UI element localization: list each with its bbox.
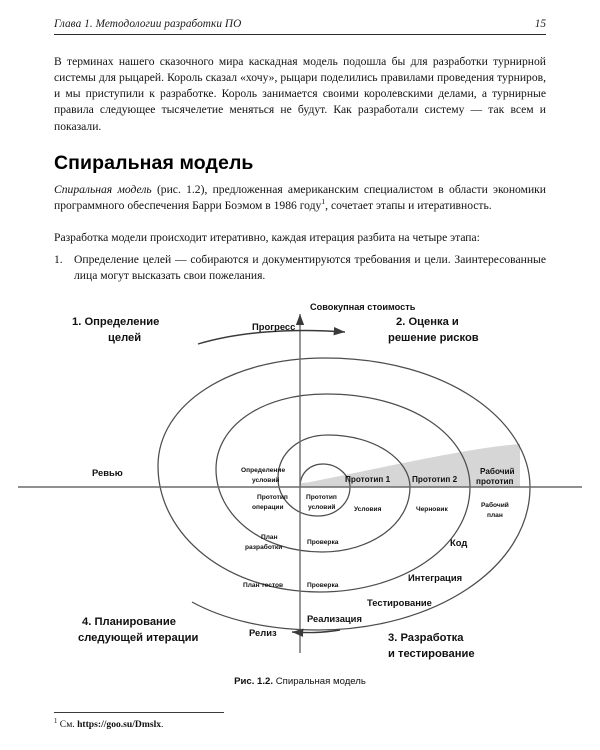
footnote-marker-inline: 1	[321, 197, 326, 207]
inner-label-test-plan: План тестов	[243, 582, 283, 589]
band-label-working-prototype-line2: прототип	[476, 477, 513, 486]
page-number: 15	[534, 18, 546, 30]
header-rule	[54, 34, 546, 35]
quadrant-4-label-line1: 4. Планирование	[82, 616, 176, 628]
spiral-curve	[157, 357, 531, 631]
figure-spiral-model: 1. Определение целей 2. Оценка и решение…	[0, 296, 600, 686]
section-heading: Спиральная модель	[54, 152, 254, 175]
band-label-prototype-1: Прототип 1	[345, 475, 391, 484]
quadrant-4-label-line2: следующей итерации	[78, 632, 198, 644]
numbered-list: 1. Определение целей — собираются и докум…	[54, 252, 546, 285]
inner-label-prototype-conditions-line2: условий	[308, 503, 335, 511]
stage-label-implementation: Реализация	[307, 613, 362, 624]
band-label-working-prototype-line1: Рабочий	[480, 466, 515, 476]
band-label-prototype-2: Прототип 2	[412, 475, 458, 484]
footnote: 1 См. https://goo.su/Dmslx.	[54, 717, 546, 730]
inner-label-draft: Черновик	[416, 506, 448, 513]
inner-label-dev-plan-line1: План	[261, 534, 278, 541]
stage-label-code: Код	[450, 537, 467, 548]
inner-label-check-1: Проверка	[307, 539, 339, 546]
footnote-suffix: .	[161, 719, 164, 730]
progress-arrow	[197, 327, 346, 345]
quadrant-3-label-line2: и тестирование	[388, 648, 475, 660]
lead-tail: , сочетает этапы и итеративность.	[325, 198, 492, 212]
inner-label-define-conditions-line1: Определение	[241, 467, 285, 474]
paragraph-iterative: Разработка модели происходит итеративно,…	[54, 230, 480, 244]
footnote-prefix: См.	[57, 719, 78, 730]
inner-label-prototype-operation-line1: Прототип	[257, 494, 288, 501]
inner-label-conditions: Условия	[354, 506, 382, 513]
lead-rest: (рис. 1.2), предложенная американским сп…	[54, 182, 547, 212]
list-item-marker: 1.	[54, 253, 63, 266]
inner-label-prototype-operation-line2: операции	[252, 504, 284, 511]
inner-label-define-conditions-line2: условий	[252, 476, 279, 484]
cost-band-shaded	[300, 444, 520, 487]
lead-italic-term: Спиральная модель	[54, 182, 152, 196]
running-head: Глава 1. Методологии разработки ПО 15	[54, 18, 546, 38]
stage-label-integration: Интеграция	[408, 572, 462, 583]
figure-caption-number: Рис. 1.2.	[234, 676, 274, 687]
footnote-url[interactable]: https://goo.su/Dmslx	[77, 719, 162, 730]
figure-caption-text: Спиральная модель	[273, 676, 366, 687]
inner-label-dev-plan-line2: разработки	[245, 543, 282, 551]
inner-label-work-plan-line2: план	[487, 512, 503, 519]
footnote-marker: 1	[54, 717, 58, 725]
list-item-text: Определение целей — собираются и докумен…	[74, 253, 546, 283]
quadrant-1-label-line1: 1. Определение	[72, 316, 159, 328]
quadrant-3-label-line1: 3. Разработка	[388, 632, 464, 644]
stage-label-testing: Тестирование	[367, 597, 432, 608]
quadrant-1-label-line2: целей	[108, 332, 141, 344]
paragraph-lead: Спиральная модель (рис. 1.2), предложенн…	[54, 182, 546, 215]
paragraph-intro: В терминах нашего сказочного мира каскад…	[54, 54, 546, 133]
axis-label-review: Ревью	[92, 467, 123, 478]
list-item: 1. Определение целей — собираются и докум…	[54, 252, 546, 285]
quadrant-2-label-line1: 2. Оценка и	[396, 316, 459, 328]
figure-caption: Рис. 1.2. Спиральная модель	[0, 676, 600, 687]
axis-label-total-cost: Совокупная стоимость	[310, 302, 416, 312]
spiral-diagram-svg: 1. Определение целей 2. Оценка и решение…	[18, 302, 582, 660]
inner-label-work-plan-line1: Рабочий	[481, 501, 509, 509]
stage-label-release: Релиз	[249, 627, 277, 638]
inner-label-prototype-conditions-line1: Прототип	[306, 494, 337, 501]
inner-label-check-2: Проверка	[307, 582, 339, 589]
running-head-chapter: Глава 1. Методологии разработки ПО	[54, 18, 242, 30]
footnote-rule	[54, 712, 224, 713]
release-arrow	[291, 628, 341, 637]
quadrant-2-label-line2: решение рисков	[388, 332, 479, 344]
axis-label-progress: Прогресс	[252, 321, 295, 332]
